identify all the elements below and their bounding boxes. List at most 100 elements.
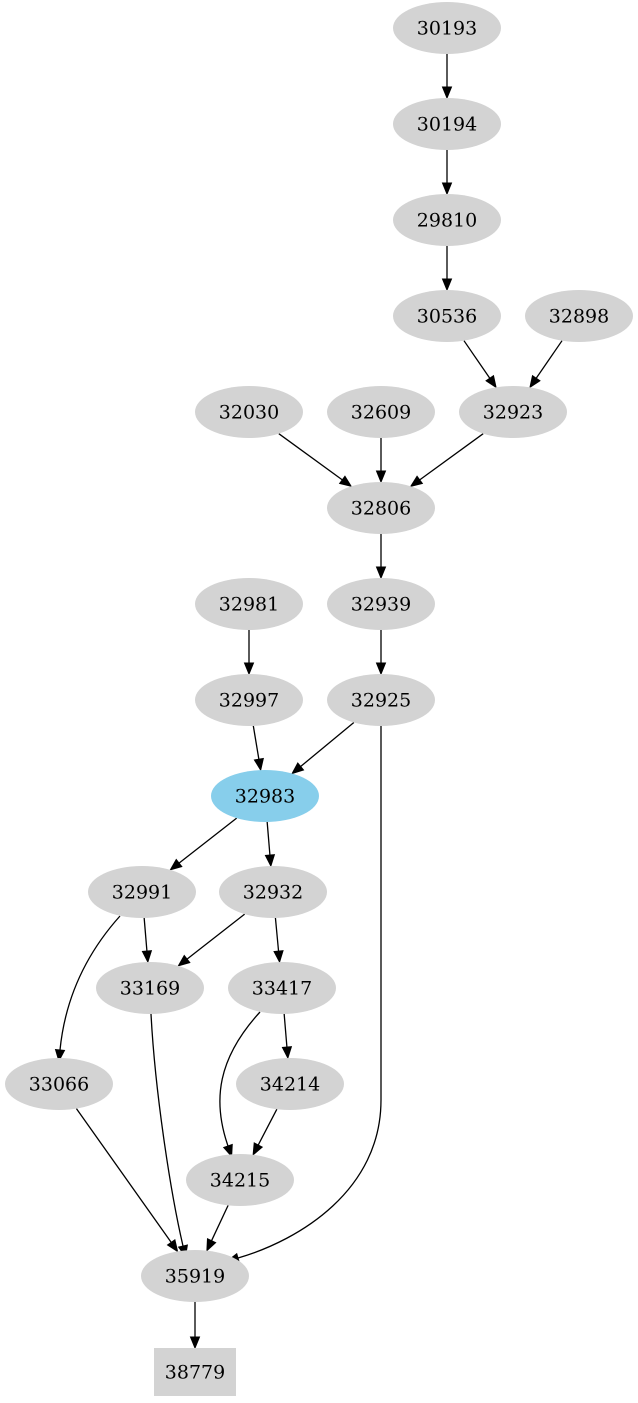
- arrowhead-icon: [252, 1142, 264, 1156]
- node-ellipse: [459, 386, 567, 438]
- node-32981[interactable]: 32981: [195, 578, 303, 630]
- node-35919[interactable]: 35919: [141, 1250, 249, 1302]
- node-32932[interactable]: 32932: [219, 866, 327, 918]
- node-ellipse: [393, 2, 501, 54]
- arrowhead-icon: [222, 1143, 233, 1158]
- node-label: 32898: [549, 306, 609, 328]
- node-33417[interactable]: 33417: [228, 962, 336, 1014]
- edge-32983-to-32932: [264, 821, 276, 868]
- node-label: 32030: [219, 402, 279, 424]
- node-ellipse: [327, 386, 435, 438]
- edge-34215-to-35919: [206, 1205, 229, 1252]
- edge-35919-to-38779: [189, 1302, 201, 1350]
- arrowhead-icon: [375, 470, 387, 484]
- arrowhead-icon: [441, 86, 453, 100]
- arrowhead-icon: [409, 475, 424, 488]
- node-label: 30194: [417, 114, 477, 136]
- edge-29810-to-30536: [441, 246, 453, 292]
- edge-line: [237, 726, 382, 1259]
- edge-32932-to-33169: [177, 913, 246, 967]
- edge-32932-to-33417: [273, 917, 284, 964]
- node-32923[interactable]: 32923: [459, 386, 567, 438]
- edge-30536-to-32923: [463, 340, 497, 389]
- node-30193[interactable]: 30193: [393, 2, 501, 54]
- edge-line: [186, 913, 246, 960]
- edge-line: [278, 433, 343, 481]
- arrowhead-icon: [141, 950, 153, 964]
- arrowhead-icon: [291, 762, 305, 775]
- edge-32939-to-32925: [375, 630, 387, 676]
- node-label: 33066: [29, 1074, 89, 1096]
- arrowhead-icon: [264, 854, 276, 868]
- node-ellipse: [96, 962, 204, 1014]
- arrowhead-icon: [54, 1048, 66, 1063]
- edge-line: [419, 433, 484, 481]
- node-label: 29810: [417, 210, 477, 232]
- edge-33417-to-34214: [281, 1013, 293, 1060]
- node-label: 32925: [351, 690, 411, 712]
- node-ellipse: [327, 578, 435, 630]
- node-33066[interactable]: 33066: [5, 1058, 113, 1110]
- edge-line: [283, 1013, 288, 1048]
- node-ellipse: [228, 962, 336, 1014]
- node-label: 32983: [235, 786, 295, 808]
- arrowhead-icon: [189, 1336, 201, 1350]
- edge-32991-to-33169: [141, 917, 153, 964]
- node-label: 32932: [243, 882, 303, 904]
- node-ellipse: [195, 386, 303, 438]
- arrowhead-icon: [281, 1046, 293, 1060]
- node-38779[interactable]: 38779: [154, 1348, 236, 1396]
- node-ellipse: [5, 1058, 113, 1110]
- node-30194[interactable]: 30194: [393, 98, 501, 150]
- node-32925[interactable]: 32925: [327, 674, 435, 726]
- node-32898[interactable]: 32898: [525, 290, 633, 342]
- node-ellipse: [393, 98, 501, 150]
- arrowhead-icon: [485, 374, 497, 389]
- node-label: 32997: [219, 690, 279, 712]
- node-32991[interactable]: 32991: [88, 866, 196, 918]
- node-32939[interactable]: 32939: [327, 578, 435, 630]
- edge-30194-to-29810: [441, 150, 453, 196]
- edge-34214-to-34215: [252, 1108, 278, 1156]
- node-ellipse: [327, 482, 435, 534]
- edge-line: [535, 340, 563, 379]
- edge-line: [266, 821, 271, 856]
- node-ellipse: [195, 674, 303, 726]
- node-label: 38779: [165, 1362, 225, 1384]
- node-ellipse: [219, 866, 327, 918]
- node-ellipse: [393, 290, 501, 342]
- node-30536[interactable]: 30536: [393, 290, 501, 342]
- edge-line: [219, 1011, 261, 1147]
- node-32030[interactable]: 32030: [195, 386, 303, 438]
- node-ellipse: [236, 1058, 344, 1110]
- edge-32981-to-32997: [243, 630, 255, 676]
- arrowhead-icon: [273, 950, 284, 964]
- node-34215[interactable]: 34215: [186, 1154, 294, 1206]
- edge-32030-to-32806: [278, 433, 353, 488]
- edge-33169-to-35919: [150, 1013, 188, 1259]
- node-34214[interactable]: 34214: [236, 1058, 344, 1110]
- node-33169[interactable]: 33169: [96, 962, 204, 1014]
- node-32806[interactable]: 32806: [327, 482, 435, 534]
- node-ellipse: [186, 1154, 294, 1206]
- arrowhead-icon: [169, 858, 183, 871]
- node-32997[interactable]: 32997: [195, 674, 303, 726]
- edge-line: [463, 340, 491, 379]
- arrowhead-icon: [166, 1238, 179, 1253]
- nodes-layer: 30193 30194 29810 30536 32898 32030 32609 32923…: [5, 2, 633, 1396]
- edge-32898-to-32923: [529, 340, 563, 389]
- edge-33066-to-35919: [75, 1108, 179, 1253]
- node-ellipse: [195, 578, 303, 630]
- node-label: 32939: [351, 594, 411, 616]
- node-label: 32991: [112, 882, 172, 904]
- node-ellipse-highlighted: [211, 770, 319, 822]
- node-32609[interactable]: 32609: [327, 386, 435, 438]
- arrowhead-icon: [441, 182, 453, 196]
- edges-layer: [54, 54, 563, 1350]
- arrowhead-icon: [253, 757, 264, 772]
- arrowhead-icon: [375, 566, 387, 580]
- node-29810[interactable]: 29810: [393, 194, 501, 246]
- edge-line: [257, 1108, 278, 1146]
- edge-line: [75, 1108, 172, 1243]
- node-32983[interactable]: 32983: [211, 770, 319, 822]
